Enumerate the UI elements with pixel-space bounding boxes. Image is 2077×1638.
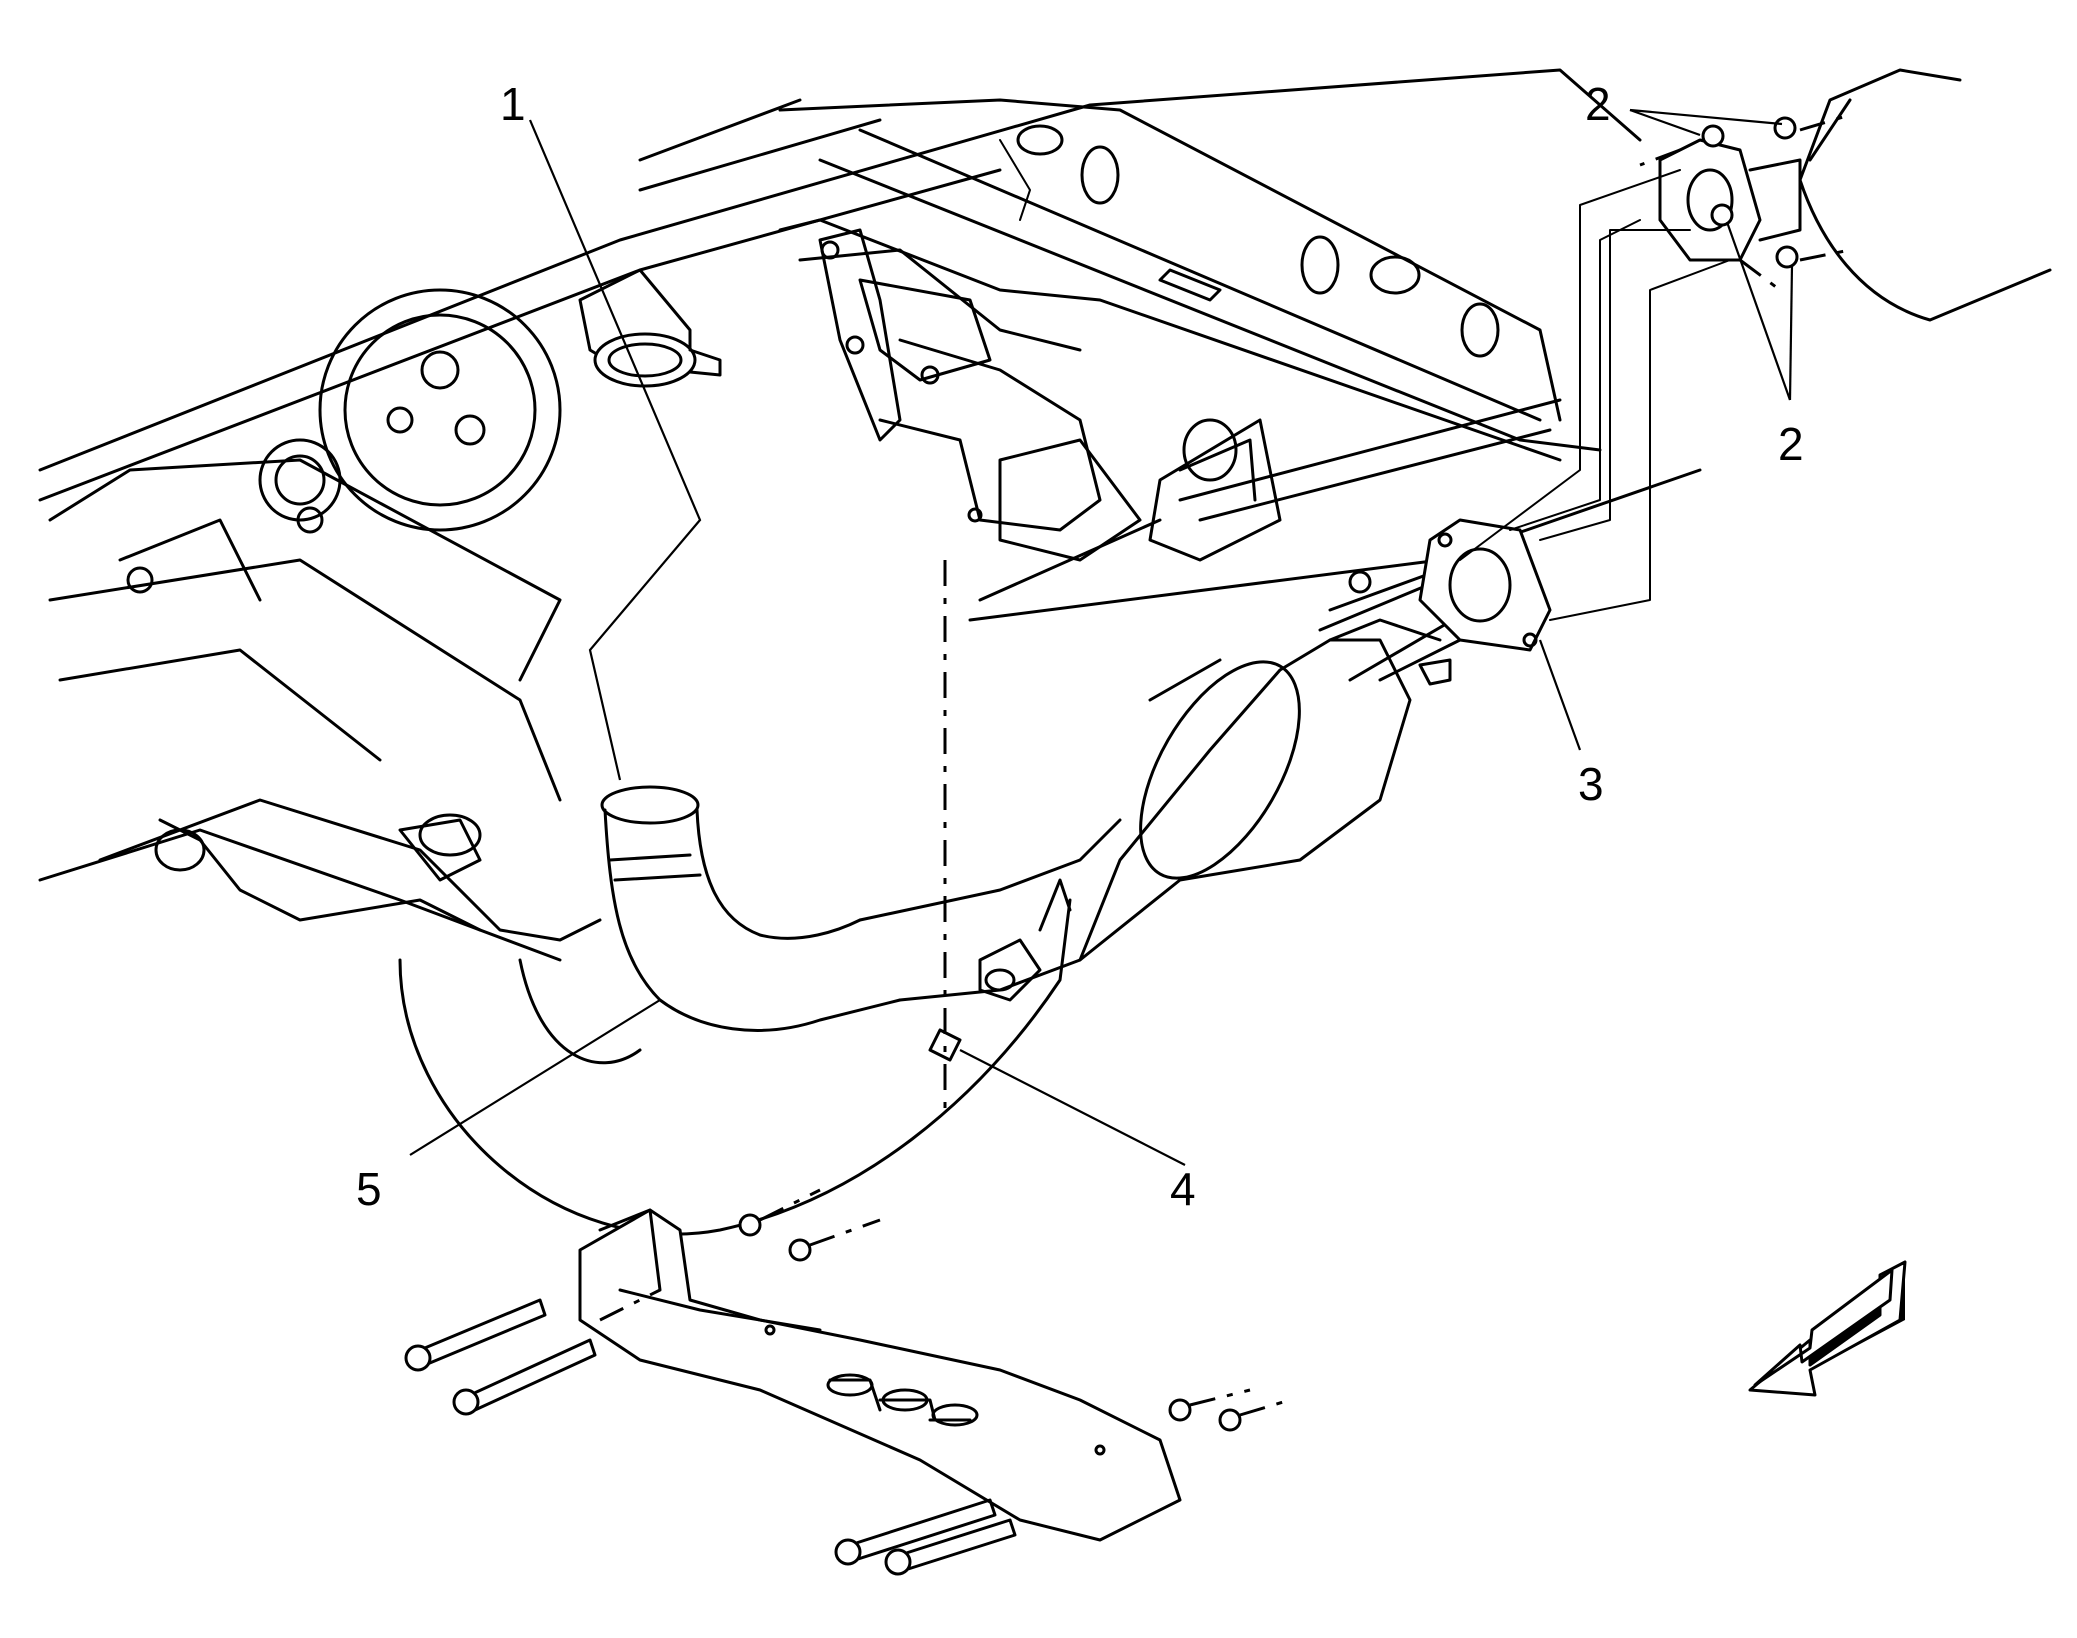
crossmember bbox=[404, 1188, 1291, 1576]
leader-lines bbox=[409, 108, 1794, 1166]
callout-1: 1 bbox=[500, 78, 526, 130]
rear-pipe bbox=[1459, 68, 2052, 621]
transmission-assembly bbox=[38, 288, 1072, 1236]
callout-2-lower: 2 bbox=[1778, 418, 1804, 470]
callout-2-upper: 2 bbox=[1585, 78, 1611, 130]
callout-3: 3 bbox=[1578, 758, 1604, 810]
callout-labels: 1 2 2 3 4 5 bbox=[356, 78, 1804, 1215]
exhaust-pipe-converter bbox=[600, 518, 1552, 1062]
front-direction-arrow-icon bbox=[1748, 1260, 1907, 1397]
exhaust-seal bbox=[578, 268, 722, 388]
vehicle-frame bbox=[38, 68, 1702, 622]
callout-4: 4 bbox=[1170, 1163, 1196, 1215]
callout-5: 5 bbox=[356, 1163, 382, 1215]
